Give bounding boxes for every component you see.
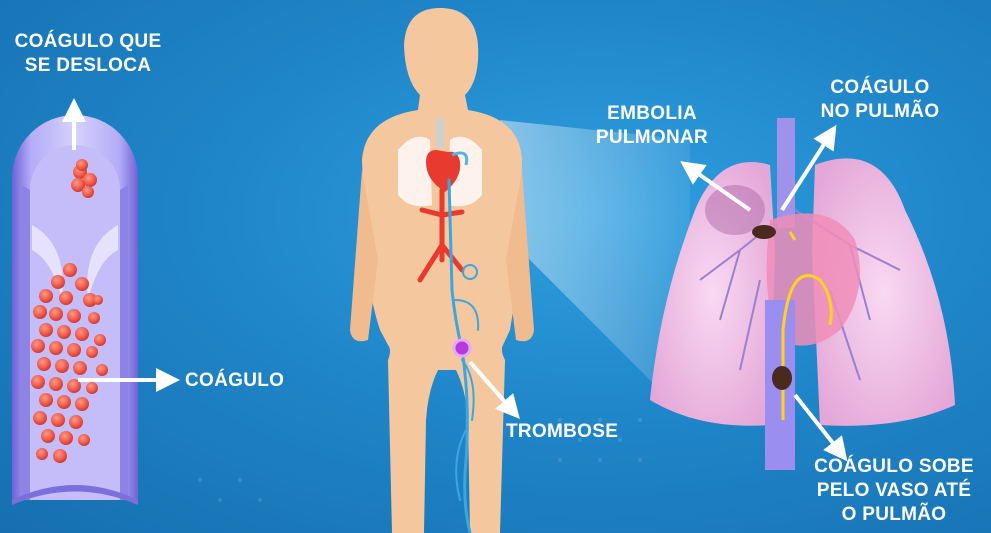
clot-travels-line-3: O PULMÃO	[800, 503, 988, 527]
lung-clot	[752, 225, 776, 239]
travelling-clot	[772, 366, 792, 390]
pulmonary-embolism-label: EMBOLIA PULMONAR	[592, 102, 712, 150]
clot-label: COÁGULO	[185, 369, 284, 393]
thrombosis-spot	[454, 340, 470, 356]
clot-in-lung-label: COÁGULO NO PULMÃO	[810, 76, 950, 124]
clot-travels-line-2: PELO VASO ATÉ	[800, 479, 988, 503]
pulmonary-embolism-line-2: PULMONAR	[592, 126, 712, 150]
clot-in-lung-line-1: COÁGULO	[810, 76, 950, 100]
human-body	[350, 8, 534, 533]
clot-in-lung-line-2: NO PULMÃO	[810, 100, 950, 124]
clot-travels-line-1: COÁGULO SOBE	[800, 455, 988, 479]
moving-clot-label: COÁGULO QUE SE DESLOCA	[8, 30, 168, 78]
clot-travels-label: COÁGULO SOBE PELO VASO ATÉ O PULMÃO	[800, 455, 988, 527]
pulmonary-embolism-line-1: EMBOLIA	[592, 102, 712, 126]
moving-clot-label-line-1: COÁGULO QUE	[8, 30, 168, 54]
moving-clot-label-line-2: SE DESLOCA	[8, 54, 168, 78]
thrombosis-label: TROMBOSE	[506, 420, 618, 444]
